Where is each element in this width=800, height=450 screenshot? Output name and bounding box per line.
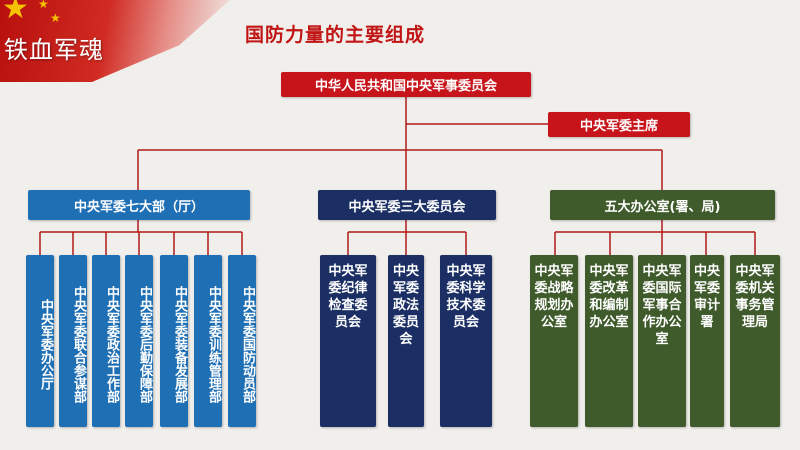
office-strategic-planning: 中央军委战略规划办公室 (530, 255, 578, 427)
star-icon: ★ (38, 0, 49, 11)
central-military-commission-box: 中华人民共和国中央军事委员会 (281, 72, 531, 97)
page-title: 国防力量的主要组成 (245, 24, 426, 46)
office-audit: 中央军委审计署 (690, 255, 724, 427)
department-general-office: 中央军委办公厅 (26, 255, 54, 427)
office-agency-affairs: 中央军委机关事务管理局 (730, 255, 780, 427)
commission-discipline-inspection: 中央军委纪律检查委员会 (320, 255, 376, 427)
office-international-military-cooperation: 中央军委国际军事合作办公室 (638, 255, 686, 427)
department-logistic-support: 中央军委后勤保障部 (125, 255, 153, 427)
commission-political-legal: 中央军委政法委员会 (388, 255, 424, 427)
seven-departments-header: 中央军委七大部（厅） (28, 190, 250, 220)
department-national-defense-mobilization: 中央军委国防动员部 (228, 255, 256, 427)
department-equipment-development: 中央军委装备发展部 (160, 255, 188, 427)
five-offices-header: 五大办公室(署、局) (550, 190, 775, 220)
commission-science-technology: 中央军委科学技术委员会 (440, 255, 492, 427)
office-reform-organization: 中央军委改革和编制办公室 (585, 255, 633, 427)
department-joint-staff: 中央军委联合参谋部 (59, 255, 87, 427)
star-icon: ★ (50, 11, 61, 25)
star-icon: ★ (2, 0, 29, 26)
three-commissions-header: 中央军委三大委员会 (318, 190, 496, 220)
brand-logo-text: 铁血军魂 (4, 36, 104, 64)
chairman-box: 中央军委主席 (548, 112, 690, 137)
department-training-administration: 中央军委训练管理部 (194, 255, 222, 427)
department-political-work: 中央军委政治工作部 (92, 255, 120, 427)
